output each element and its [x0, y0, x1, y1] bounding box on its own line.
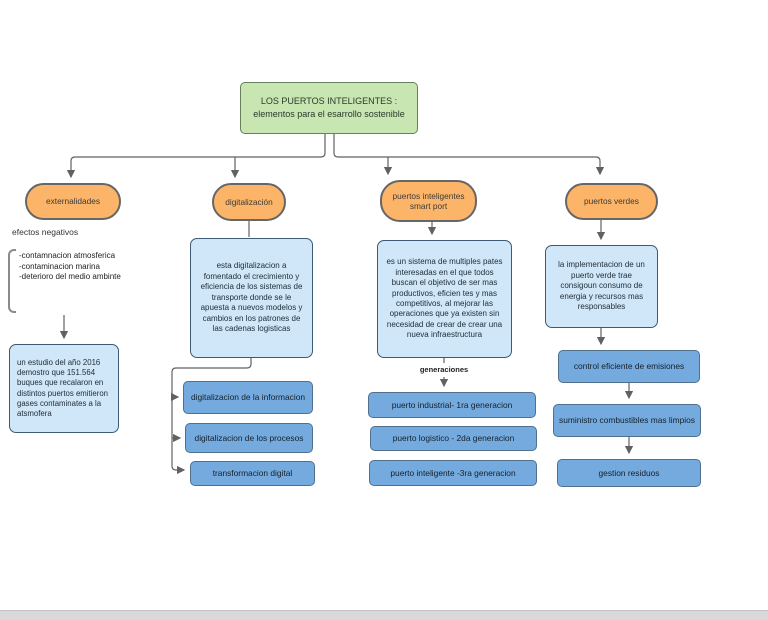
item-label: digitalizacion de la informacion [190, 392, 306, 403]
topic-externalidades[interactable]: externalidades [25, 183, 121, 220]
item-label: control eficiente de emisiones [573, 361, 685, 372]
digitalizacion-description-box[interactable]: esta digitalizacion a fomentado el creci… [190, 238, 313, 358]
verdes-item-control-emisiones[interactable]: control eficiente de emisiones [558, 350, 700, 383]
digitalizacion-item-informacion[interactable]: digitalizacion de la informacion [183, 381, 313, 414]
topic-smart-port-label: puertos inteligentes smart port [392, 190, 465, 211]
puertos-verdes-description-text: la implementacion de un puerto verde tra… [558, 260, 645, 312]
smart-port-description-text: es un sistema de multiples pates interes… [386, 257, 503, 340]
digitalizacion-item-transformacion[interactable]: transformacion digital [190, 461, 315, 486]
topic-digitalizacion[interactable]: digitalización [212, 183, 286, 221]
item-label: gestion residuos [598, 467, 660, 478]
generation-item-3[interactable]: puerto inteligente -3ra generacion [369, 460, 537, 486]
digitalizacion-item-procesos[interactable]: digitalizacion de los procesos [185, 423, 313, 453]
study-note-box[interactable]: un estudio del año 2016 demostro que 151… [9, 344, 119, 433]
item-label: puerto logistico - 2da generacion [392, 433, 515, 444]
bottom-edge-bar [0, 610, 768, 620]
item-label: suministro combustibles mas limpios [559, 415, 695, 426]
efectos-negativos-label: efectos negativos [12, 227, 79, 237]
topic-externalidades-label: externalidades [46, 196, 100, 207]
generation-item-2[interactable]: puerto logistico - 2da generacion [370, 426, 537, 451]
smart-port-description-box[interactable]: es un sistema de multiples pates interes… [377, 240, 512, 358]
item-label: puerto industrial- 1ra generacion [391, 399, 513, 410]
left-bracket-shape [8, 249, 16, 313]
verdes-item-suministro[interactable]: suministro combustibles mas limpios [553, 404, 701, 437]
title-text: LOS PUERTOS INTELIGENTES : elementos par… [253, 96, 405, 119]
topic-puertos-verdes-label: puertos verdes [584, 196, 639, 207]
generaciones-label: generaciones [419, 365, 469, 374]
verdes-item-gestion-residuos[interactable]: gestion residuos [557, 459, 701, 487]
title-node[interactable]: LOS PUERTOS INTELIGENTES : elementos par… [240, 82, 418, 134]
generation-item-1[interactable]: puerto industrial- 1ra generacion [368, 392, 536, 418]
digitalizacion-description-text: esta digitalizacion a fomentado el creci… [200, 261, 303, 334]
item-label: transformacion digital [212, 468, 293, 479]
item-label: puerto inteligente -3ra generacion [390, 467, 516, 478]
topic-smart-port[interactable]: puertos inteligentes smart port [380, 180, 477, 222]
item-label: digitalizacion de los procesos [194, 432, 304, 443]
puertos-verdes-description-box[interactable]: la implementacion de un puerto verde tra… [545, 245, 658, 328]
topic-digitalizacion-label: digitalización [225, 196, 273, 207]
topic-puertos-verdes[interactable]: puertos verdes [565, 183, 658, 220]
effects-list[interactable]: -contamnacion atmosferica -contaminacion… [19, 251, 121, 282]
study-note-text: un estudio del año 2016 demostro que 151… [17, 357, 109, 418]
